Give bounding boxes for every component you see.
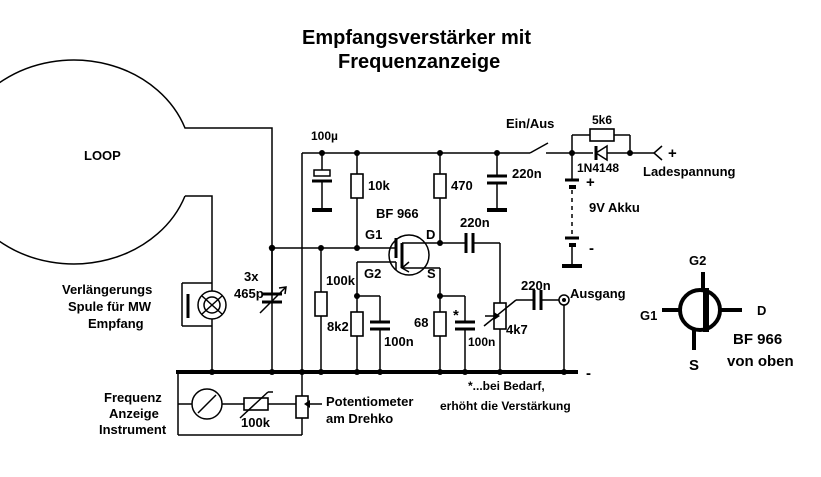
junction-drain xyxy=(437,240,443,246)
r-5k6-label: 5k6 xyxy=(592,113,612,127)
junction-gnd-coil xyxy=(209,369,215,375)
battery-label: 9V Akku xyxy=(589,200,640,215)
title-line-2: Frequenzanzeige xyxy=(338,51,500,73)
charge-plus-label: + xyxy=(668,145,677,162)
resistor-8k2 xyxy=(350,311,364,372)
junction-charge xyxy=(627,150,633,156)
cap-220n-supply-label: 220n xyxy=(512,166,542,181)
frequency-indicator-circuit xyxy=(177,372,322,436)
junction-gnd-out xyxy=(561,369,567,375)
tuning-count-label: 3x xyxy=(244,269,259,284)
cap-100n-src-label: 100n xyxy=(468,335,495,349)
cap-220n-out-label: 220n xyxy=(521,278,551,293)
loop-antenna xyxy=(0,59,273,372)
coil-label-1: Verlängerungs xyxy=(62,282,152,297)
ground-minus-label: - xyxy=(586,365,591,382)
resistor-470 xyxy=(433,153,447,243)
capacitor-100n-source xyxy=(440,295,475,372)
g1-label: G1 xyxy=(365,227,382,242)
mosfet-bf966 xyxy=(388,234,440,276)
junction-gnd-100n-src xyxy=(462,369,468,375)
r-100k-meter-label: 100k xyxy=(241,415,271,430)
junction-gnd-68 xyxy=(437,369,443,375)
capacitor-220n-supply xyxy=(487,153,507,212)
freq-label-1: Frequenz xyxy=(104,390,162,405)
capacitor-100u xyxy=(312,153,332,212)
pot-label-2: am Drehko xyxy=(326,411,393,426)
loop-label: LOOP xyxy=(84,148,121,163)
junction-gnd-rail xyxy=(299,369,305,375)
tuning-capacitor xyxy=(259,248,287,314)
cap-100u-label: 100µ xyxy=(311,129,338,143)
asterisk-label: * xyxy=(453,307,459,324)
pot-4k7-label: 4k7 xyxy=(506,322,528,337)
d-label: D xyxy=(426,227,435,242)
pin-d-label: D xyxy=(757,303,766,318)
resistor-100k xyxy=(314,248,328,372)
capacitor-100n-g2 xyxy=(357,295,390,372)
switch-label: Ein/Aus xyxy=(506,116,554,131)
pot-label-1: Potentiometer xyxy=(326,394,413,409)
resistor-10k xyxy=(350,153,364,248)
note-line-2: erhöht die Verstärkung xyxy=(440,399,571,413)
battery-plus-label: + xyxy=(586,174,595,191)
diode-label: 1N4148 xyxy=(577,161,619,175)
bf966-pinout xyxy=(662,272,742,350)
output-jack xyxy=(558,294,570,372)
resistor-68 xyxy=(433,296,447,372)
cap-100n-g2-label: 100n xyxy=(384,334,414,349)
junction-gnd-pot xyxy=(497,369,503,375)
pinout-label-2: von oben xyxy=(727,353,794,370)
s-label: S xyxy=(427,266,436,281)
charging-network xyxy=(571,128,663,162)
r-8k2-label: 8k2 xyxy=(327,319,349,334)
r-10k-label: 10k xyxy=(368,178,390,193)
coil-label-2: Spule für MW xyxy=(68,299,152,314)
battery-minus-label: - xyxy=(589,240,594,257)
extension-coil xyxy=(181,282,227,327)
junction-gnd-8k2 xyxy=(354,369,360,375)
r-68-label: 68 xyxy=(414,315,428,330)
title-line-1: Empfangsverstärker mit xyxy=(302,27,531,49)
cap-220n-drain-label: 220n xyxy=(460,215,490,230)
junction-gnd-100n xyxy=(377,369,383,375)
note-line-1: *...bei Bedarf, xyxy=(468,379,545,393)
capacitor-220n-drain xyxy=(464,233,501,303)
junction-gate-10k xyxy=(354,245,360,251)
freq-label-2: Anzeige xyxy=(109,406,159,421)
pin-s-label: S xyxy=(689,357,699,374)
junction-gnd-tuning xyxy=(269,369,275,375)
r-100k-label: 100k xyxy=(326,273,356,288)
capacitor-220n-output xyxy=(516,290,559,310)
potentiometer-4k7 xyxy=(483,299,517,372)
battery-9v xyxy=(562,153,582,268)
charge-label: Ladespannung xyxy=(643,164,736,179)
junction-gnd-100k xyxy=(318,369,324,375)
loop-lead-lower xyxy=(185,195,213,372)
coil-label-3: Empfang xyxy=(88,316,144,331)
tuning-value-label: 465p xyxy=(234,286,264,301)
transistor-label: BF 966 xyxy=(376,206,419,221)
pinout-label-1: BF 966 xyxy=(733,331,782,348)
pin-g1-label: G1 xyxy=(640,308,657,323)
r-470-label: 470 xyxy=(451,178,473,193)
output-label: Ausgang xyxy=(570,286,626,301)
pin-g2-label: G2 xyxy=(689,253,706,268)
freq-label-3: Instrument xyxy=(99,422,167,437)
power-switch xyxy=(529,142,572,154)
g2-label: G2 xyxy=(364,266,381,281)
